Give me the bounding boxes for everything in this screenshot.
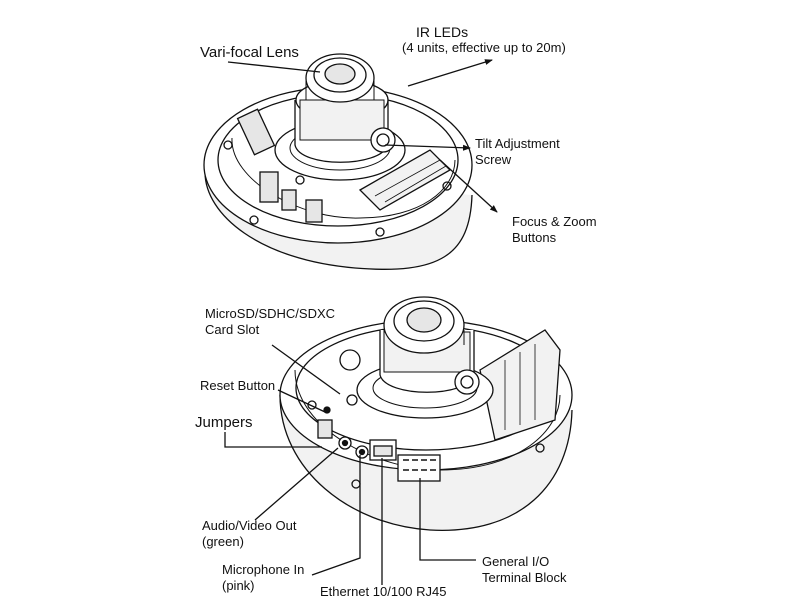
- label-focus-zoom: Focus & Zoom Buttons: [512, 214, 597, 246]
- top-camera-illustration: [203, 53, 473, 270]
- callout-av-out: [254, 447, 339, 521]
- callout-reset-button: [277, 389, 326, 413]
- label-reset-button: Reset Button: [200, 378, 276, 393]
- label-focus-zoom-line2: Buttons: [512, 230, 557, 245]
- label-jumpers: Jumpers: [195, 414, 253, 431]
- callout-mic-in: [311, 455, 361, 576]
- label-gio-line1: General I/O: [482, 554, 550, 569]
- label-tilt-screw: Tilt Adjustment Screw: [475, 136, 560, 168]
- callout-vari-focal-lens: [227, 61, 321, 73]
- callout-gio: [419, 478, 476, 561]
- label-av-out: Audio/Video Out (green): [202, 518, 296, 550]
- callout-jumpers: [224, 432, 322, 448]
- label-av-out-line1: Audio/Video Out: [202, 518, 297, 533]
- label-mic-in: Microphone In (pink): [222, 562, 304, 594]
- callout-lines: [224, 59, 498, 585]
- label-tilt-screw-line1: Tilt Adjustment: [475, 136, 560, 151]
- label-card-slot-line1: MicroSD/SDHC/SDXC: [205, 306, 336, 321]
- label-mic-in-line2: (pink): [222, 578, 255, 593]
- label-av-out-line2: (green): [202, 534, 244, 549]
- label-vari-focal-lens: Vari-focal Lens: [200, 44, 299, 61]
- label-ethernet: Ethernet 10/100 RJ45: [320, 584, 447, 599]
- label-ir-leds: IR LEDs (4 units, effective up to 20m): [402, 24, 566, 56]
- callout-card-slot: [271, 344, 341, 395]
- bottom-camera-illustration: [279, 296, 573, 531]
- label-gio: General I/O Terminal Block: [482, 554, 567, 586]
- label-tilt-screw-line2: Screw: [475, 152, 512, 167]
- callout-focus-zoom: [439, 159, 498, 213]
- label-focus-zoom-line1: Focus & Zoom: [512, 214, 597, 229]
- label-ir-leds-line2: (4 units, effective up to 20m): [402, 40, 566, 55]
- label-mic-in-line1: Microphone In: [222, 562, 305, 577]
- callout-ir-leds: [407, 59, 493, 87]
- label-card-slot: MicroSD/SDHC/SDXC Card Slot: [205, 306, 335, 338]
- label-gio-line2: Terminal Block: [482, 570, 567, 585]
- label-card-slot-line2: Card Slot: [205, 322, 260, 337]
- label-ir-leds-line1: IR LEDs: [416, 24, 469, 40]
- callout-tilt-screw: [384, 144, 471, 151]
